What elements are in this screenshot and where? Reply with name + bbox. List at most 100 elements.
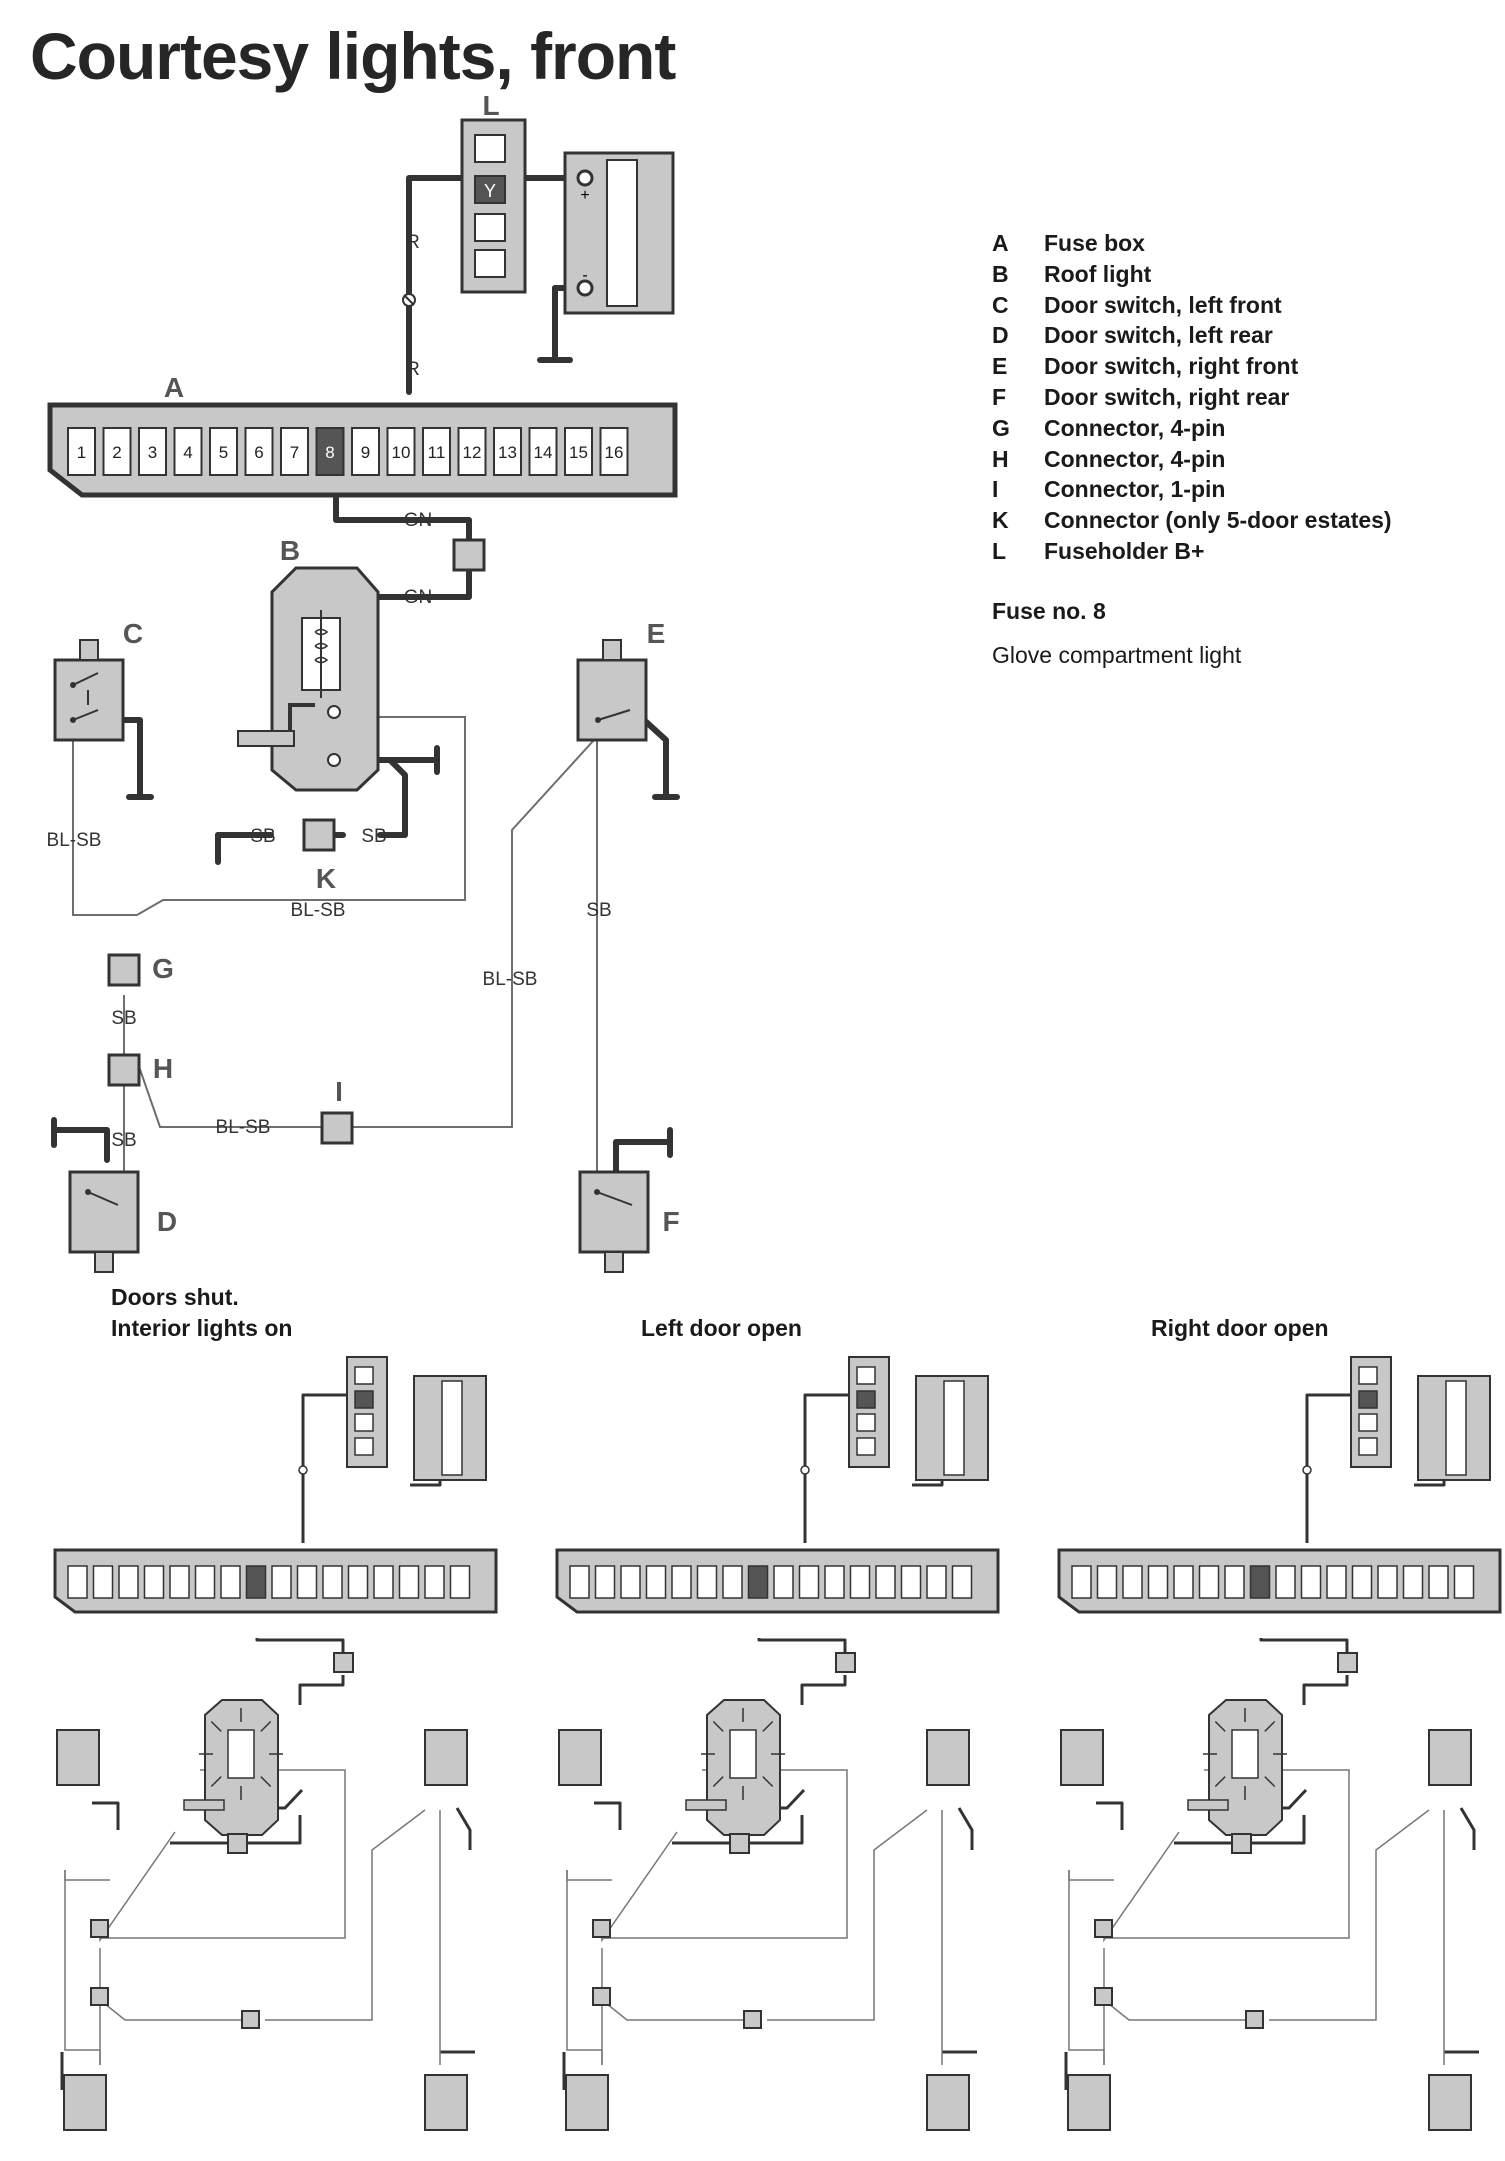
- fuse-cell: [143, 1565, 165, 1599]
- door-switch: [63, 2074, 107, 2131]
- wire: [566, 1870, 612, 1881]
- fuse-cell: [798, 1565, 820, 1599]
- wire-bl-sb: [351, 739, 595, 1128]
- connector: [1245, 2010, 1264, 2029]
- fuse-number: 4: [183, 443, 192, 462]
- fuse-cell: [569, 1565, 590, 1599]
- fuse-slot: [856, 1390, 876, 1409]
- inline-fuse: [402, 293, 416, 307]
- wire: [247, 1815, 302, 1845]
- wire: [255, 1638, 345, 1653]
- connector-i: [320, 1111, 354, 1145]
- lamp: [1231, 1729, 1259, 1779]
- connector: [1094, 1987, 1113, 2006]
- fuse-cell: [244, 427, 274, 476]
- wire: [800, 1675, 847, 1705]
- wire: [957, 1807, 974, 1850]
- connector: [90, 1987, 109, 2006]
- fuse-cell: [457, 427, 487, 476]
- connector: [1231, 1833, 1252, 1854]
- wire-bl-sb: [72, 716, 466, 916]
- connector: [90, 1919, 109, 1938]
- fuse-number: 1: [77, 443, 86, 462]
- fuse-cell: [138, 427, 167, 476]
- fuse-cell: [564, 427, 593, 476]
- fuse-cell: [1096, 1565, 1118, 1599]
- fuse-number: 6: [254, 443, 263, 462]
- scenario-panel: [555, 1356, 1000, 2131]
- fuse-cell: [620, 1565, 641, 1599]
- scenario-panel: [1057, 1356, 1502, 2131]
- fuse-cell: [493, 427, 522, 476]
- door-switch-f: [578, 1170, 650, 1273]
- fuse-note: Fuse no. 8: [992, 598, 1106, 624]
- fuse-number: 16: [605, 443, 624, 462]
- wire: [301, 1393, 347, 1543]
- fuse-cell: [594, 1565, 616, 1599]
- connector: [743, 2010, 762, 2029]
- fuse-cell: [1275, 1565, 1296, 1599]
- connector: [1094, 1919, 1113, 1938]
- fuse-number: 7: [290, 443, 299, 462]
- light-ray: [762, 1720, 774, 1732]
- connector-k: [302, 818, 336, 852]
- label-l: L: [482, 90, 499, 121]
- caption-left-door-open: Left door open: [641, 1315, 802, 1341]
- lamp-switch: [685, 1799, 727, 1811]
- fuse-cell: [173, 427, 203, 476]
- fuse-slot: [856, 1366, 876, 1385]
- wire: [757, 1638, 847, 1653]
- label-k: K: [316, 863, 336, 894]
- light-ray: [1214, 1776, 1226, 1788]
- fuse-cell: [449, 1565, 471, 1599]
- door-switch: [1428, 2074, 1472, 2131]
- fuse-cell: [1198, 1565, 1220, 1599]
- wire-label-bl-sb: BL-SB: [291, 900, 346, 921]
- label-g: G: [152, 953, 174, 984]
- wire: [1103, 1831, 1180, 1943]
- door-switch: [926, 2074, 970, 2131]
- wire: [64, 1870, 110, 1881]
- fuse-cell: [347, 1565, 369, 1599]
- inline-fuse: [800, 1465, 810, 1475]
- wire: [99, 1831, 176, 1943]
- fuse-cell: [875, 1565, 896, 1599]
- fuse-cell: [926, 1565, 947, 1599]
- connector: [1337, 1652, 1358, 1673]
- fuse-cell: [373, 1565, 394, 1599]
- light-ray: [260, 1720, 272, 1732]
- wire: [265, 1809, 426, 2021]
- fuse-cell: [386, 427, 416, 476]
- battery-plus: +: [580, 187, 589, 204]
- wire: [64, 1870, 101, 2065]
- fuseholder-l: Y: [460, 118, 527, 294]
- light-ray: [712, 1720, 724, 1732]
- door-switch: [424, 1729, 468, 1786]
- fuse-slot: [856, 1413, 876, 1432]
- wire-gn: [369, 567, 472, 600]
- fuse-number: 15: [569, 443, 588, 462]
- light-ray: [762, 1776, 774, 1788]
- door-switch-e: [576, 639, 648, 742]
- light-ray: [1214, 1720, 1226, 1732]
- wire-ground: [613, 1139, 673, 1183]
- wire-label-gn: GN: [404, 587, 433, 608]
- fuse-cell: [92, 1565, 114, 1599]
- connector-h: [107, 1053, 141, 1087]
- battery-minus: -: [582, 267, 587, 284]
- wire: [601, 1831, 678, 1943]
- wire: [1068, 1870, 1114, 1881]
- fuse-number: 13: [498, 443, 517, 462]
- fuse-number: 9: [361, 443, 370, 462]
- wire-label-sb: SB: [361, 826, 386, 847]
- connector: [835, 1652, 856, 1673]
- fuse-slot: [354, 1390, 374, 1409]
- fuse-slot: [1358, 1413, 1378, 1432]
